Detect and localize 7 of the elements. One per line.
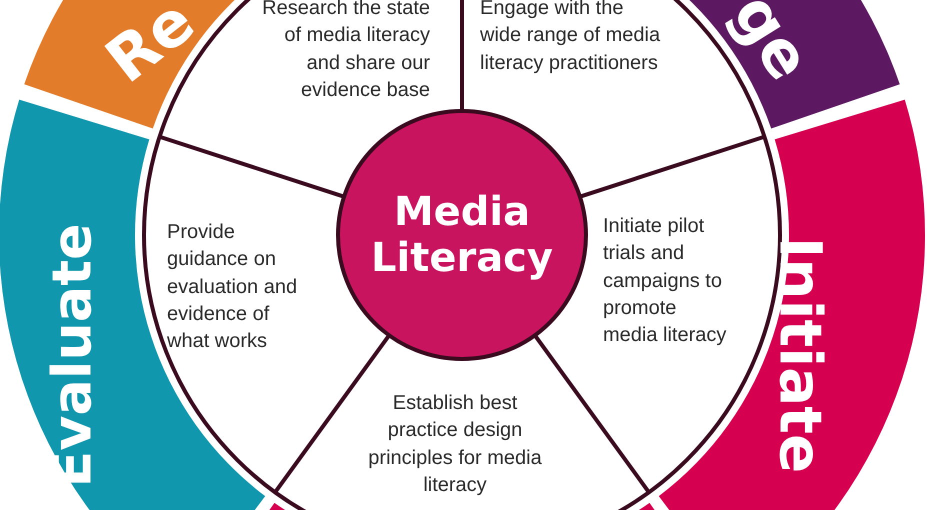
segment-text: Initiate pilot trials and campaigns to promote media literacy <box>603 213 733 350</box>
segment-title: ge <box>718 0 826 92</box>
segment-title: Re <box>92 0 208 96</box>
center-label: Media Literacy <box>362 135 562 335</box>
segment-title: Initiate <box>766 236 834 474</box>
segment-text: Establish best practice design principles for media literacy <box>355 390 555 500</box>
segment-text: Provide guidance on evaluation and evidence of what works <box>167 219 317 356</box>
